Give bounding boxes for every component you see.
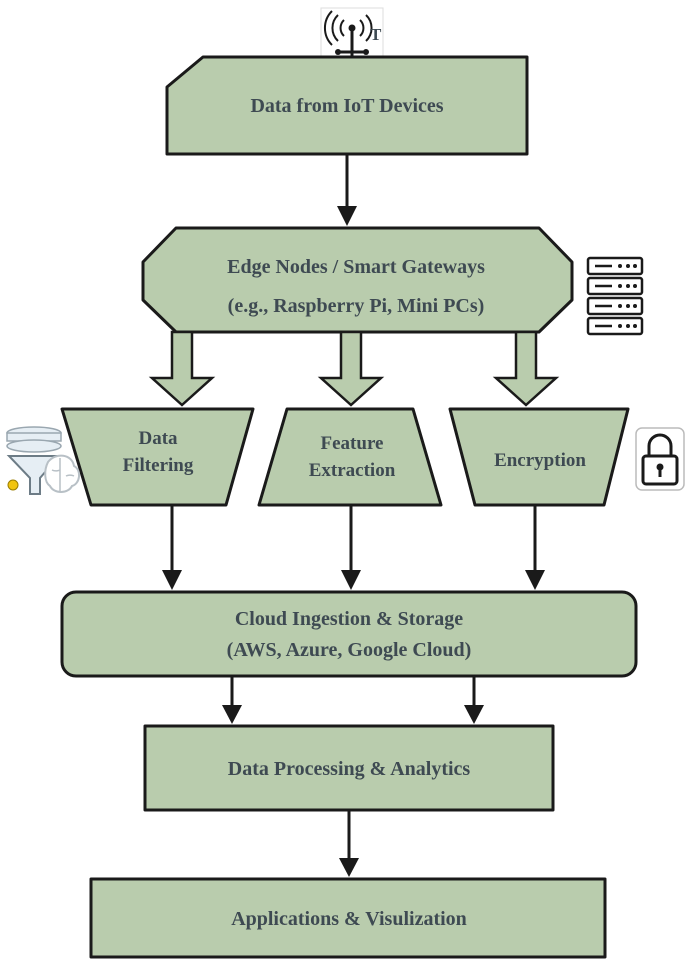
edge-nodes-title: Edge Nodes / Smart Gateways — [227, 256, 485, 278]
encryption-label: Encryption — [494, 450, 586, 471]
cloud-ingestion-subtitle: (AWS, Azure, Google Cloud) — [227, 639, 472, 661]
iot-data-label: Data from IoT Devices — [250, 95, 443, 117]
data-filtering-line1: Data — [138, 428, 178, 449]
antenna-icon-letter: T — [370, 25, 382, 44]
feature-extraction-line2: Extraction — [309, 460, 396, 481]
server-rack-icon — [586, 256, 644, 336]
arrow-processing-to-apps — [339, 810, 359, 877]
edge-nodes-subtitle: (e.g., Raspberry Pi, Mini PCs) — [228, 295, 485, 317]
arrow-encryption-to-cloud — [525, 505, 545, 590]
arrow-edge-to-filtering — [148, 330, 216, 407]
arrow-edge-to-encryption — [492, 330, 560, 407]
padlock-icon — [635, 427, 685, 491]
feature-extraction-line1: Feature — [321, 433, 384, 454]
data-processing-box — [143, 724, 555, 812]
applications-label: Applications & Visulization — [231, 908, 467, 930]
cloud-ingestion-box — [60, 590, 638, 678]
applications-box — [89, 877, 607, 959]
edge-nodes-box — [141, 226, 574, 334]
data-filtering-box — [60, 407, 255, 507]
arrow-cloud-to-processing-left — [222, 676, 242, 724]
arrow-filtering-to-cloud — [162, 505, 182, 590]
brain-icon — [44, 454, 80, 493]
arrow-edge-to-feature — [317, 330, 385, 407]
arrow-feature-to-cloud — [341, 505, 361, 590]
data-filtering-line2: Filtering — [123, 455, 194, 476]
feature-extraction-box — [257, 407, 443, 507]
data-processing-label: Data Processing & Analytics — [228, 758, 471, 780]
cloud-ingestion-title: Cloud Ingestion & Storage — [235, 608, 463, 630]
arrow-cloud-to-processing-right — [464, 676, 484, 724]
encryption-box — [448, 407, 630, 507]
arrow-iot-to-edge — [337, 154, 357, 226]
